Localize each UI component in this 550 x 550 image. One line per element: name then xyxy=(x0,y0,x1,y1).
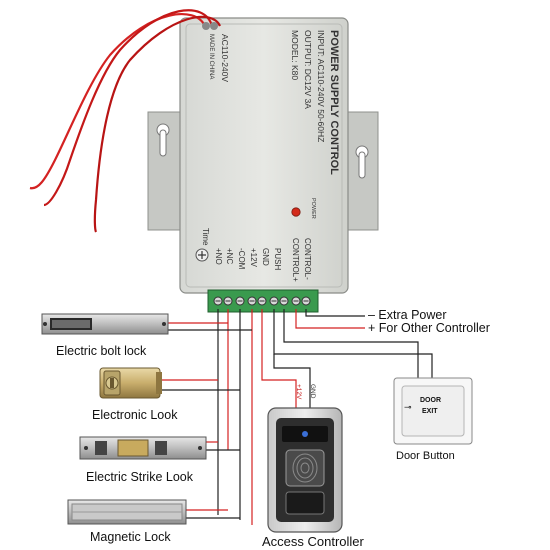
door-button-label: Door Button xyxy=(396,450,455,462)
ps-power-led-label: POWER xyxy=(310,198,316,219)
magnetic-lock-label: Magnetic Lock xyxy=(90,530,171,544)
ps-output: OUTPUT: DC12V 3A xyxy=(303,30,313,109)
terminal-label-control-plus: CONTROL+ xyxy=(291,238,300,282)
fingerprint-sensor xyxy=(285,449,325,487)
red-wire-1 xyxy=(29,13,206,190)
red-wire-2 xyxy=(43,9,214,207)
wire-push xyxy=(283,309,419,378)
ps-time-label: Time xyxy=(201,228,210,246)
electric-bolt-lock xyxy=(41,313,169,335)
terminal-label-gnd: GND xyxy=(261,248,270,266)
ps-title: POWER SUPPLY CONTROL xyxy=(328,30,340,175)
electronic-lock-label: Electronic Look xyxy=(92,408,178,422)
terminal-label-nc: +NC xyxy=(225,248,234,265)
door-button-text-door: DOOR xyxy=(420,397,441,404)
door-button-key-icon: ⊸ xyxy=(404,402,412,412)
wire-control-plus xyxy=(295,309,365,329)
wires xyxy=(160,309,433,525)
door-button xyxy=(393,377,473,445)
red-wire-3 xyxy=(93,15,222,233)
mount-slot-right xyxy=(358,151,366,179)
wire-label-12v: +12V xyxy=(295,384,302,400)
terminal-label-push: PUSH xyxy=(273,248,282,271)
access-controller-label: Access Controller xyxy=(262,534,364,549)
terminal-label-control-minus: CONTROL- xyxy=(303,238,312,280)
ps-made-in: MADE IN CHINA xyxy=(208,34,214,80)
power-led xyxy=(291,207,301,217)
status-led xyxy=(302,431,308,437)
terminal-label-12v: +12V xyxy=(249,248,258,267)
electronic-lock xyxy=(99,367,162,399)
mount-slot-left xyxy=(159,129,167,157)
door-button-text-exit: EXIT xyxy=(422,408,438,415)
wire-label-gnd: GND xyxy=(309,384,316,399)
ps-input: INPUT: AC110-240V 50-60HZ xyxy=(316,30,326,143)
extra-power-label: – Extra Power xyxy=(368,308,447,322)
electric-bolt-lock-label: Electric bolt lock xyxy=(56,344,147,358)
electric-strike-lock-label: Electric Strike Look xyxy=(86,470,193,484)
power-supply-unit xyxy=(29,9,379,313)
wire-12v-access xyxy=(261,309,297,408)
wire-gnd-access xyxy=(273,354,311,408)
terminal-label-com: -COM xyxy=(237,248,246,270)
access-controller xyxy=(267,407,343,533)
terminal-label-no: +NO xyxy=(214,248,223,265)
wire-gnd-door xyxy=(273,309,433,378)
wire-control-minus xyxy=(305,309,365,317)
magnetic-lock xyxy=(67,499,187,525)
ps-model: MODEL: K80 xyxy=(290,30,300,81)
for-other-controller-label: + For Other Controller xyxy=(368,321,490,335)
electric-strike-lock xyxy=(79,436,207,460)
terminal-screws xyxy=(213,296,311,306)
ps-ac-label: AC110-240V xyxy=(220,34,230,83)
